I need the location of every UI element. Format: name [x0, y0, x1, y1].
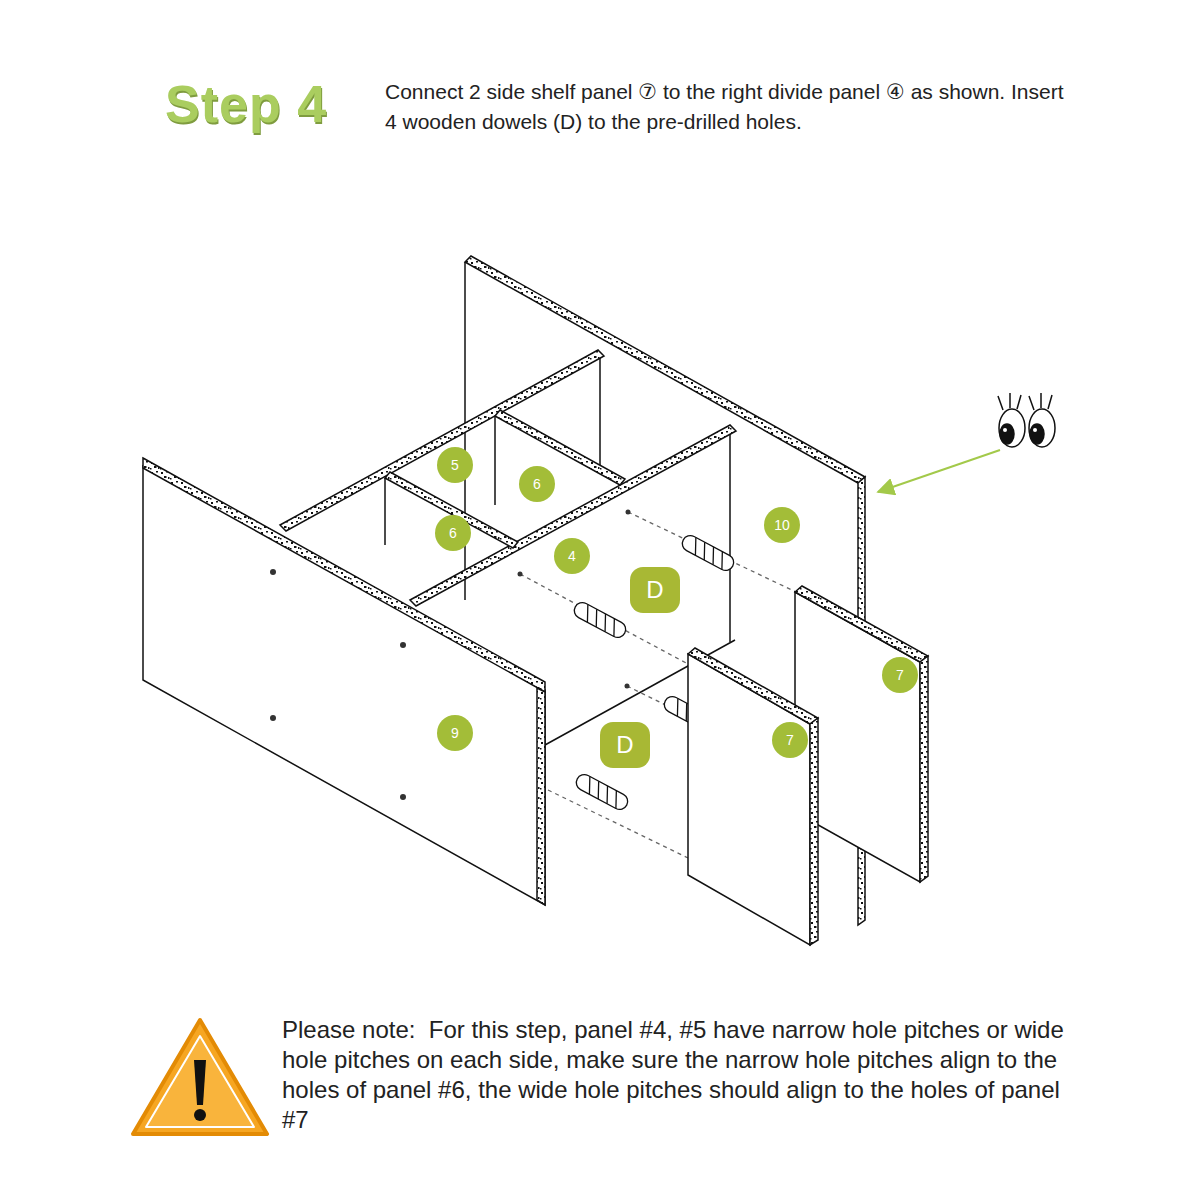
note-text: Please note: For this step, panel #4, #5… [282, 1015, 1092, 1135]
callout-number: 7 [772, 722, 808, 758]
warning-icon [133, 1020, 267, 1134]
step-title: Step 4 [165, 74, 327, 134]
dowel-hole [400, 642, 406, 648]
panel-edge [537, 688, 545, 905]
divider-line [729, 428, 731, 642]
viewer-eyes [998, 393, 1055, 447]
dowel-hole [625, 684, 630, 689]
dowel-groove [580, 604, 621, 636]
dowel-body [572, 600, 629, 640]
warning-triangle [133, 1020, 267, 1134]
callout-number: 4 [554, 538, 590, 574]
panel-edge [143, 458, 545, 692]
callout-number: 10 [764, 507, 800, 543]
divider-line [384, 478, 386, 545]
side-shelf-panel [688, 648, 818, 945]
side-panel [143, 458, 545, 905]
dowel-hole [400, 794, 406, 800]
callout-number: 6 [519, 466, 555, 502]
divider-edge [495, 410, 625, 485]
dowel [680, 533, 737, 573]
eye [999, 409, 1025, 447]
eye-highlight [1033, 428, 1037, 432]
view-arrow [878, 450, 1000, 492]
dowel-hole [270, 715, 276, 721]
dowel [574, 772, 631, 812]
dowel [572, 600, 629, 640]
pupil [1030, 424, 1044, 444]
panel-face [688, 654, 810, 945]
panel-face [143, 466, 545, 905]
dowel-hole [518, 572, 523, 577]
dowel-body [574, 772, 631, 812]
panel-edge [688, 648, 818, 724]
dowel-hole [270, 569, 276, 575]
divider-line [494, 416, 496, 505]
dowel-groove [688, 537, 729, 569]
exclamation-bar [194, 1060, 206, 1105]
holes [518, 510, 631, 689]
callout-number: 9 [437, 715, 473, 751]
dowel-tag: D [630, 567, 680, 613]
panel-edge [810, 718, 818, 945]
dowel-body [680, 533, 737, 573]
pupil [1000, 424, 1014, 444]
dowel-hole [626, 510, 631, 515]
dowel-tag: D [600, 722, 650, 768]
warning-inner [146, 1036, 254, 1127]
instruction-text: Connect 2 side shelf panel ⑦ to the righ… [385, 77, 1075, 137]
eyelash [998, 393, 1052, 410]
divider-line [599, 356, 601, 472]
eye [1029, 409, 1055, 447]
callout-number: 7 [882, 657, 918, 693]
dowel-groove [582, 776, 623, 808]
callout-number: 6 [435, 515, 471, 551]
eye-highlight [1003, 428, 1007, 432]
panel-edge [795, 586, 928, 662]
callout-number: 5 [437, 447, 473, 483]
exclamation-dot [194, 1109, 206, 1121]
panel-edge [920, 656, 928, 882]
panel-edge [465, 256, 865, 483]
